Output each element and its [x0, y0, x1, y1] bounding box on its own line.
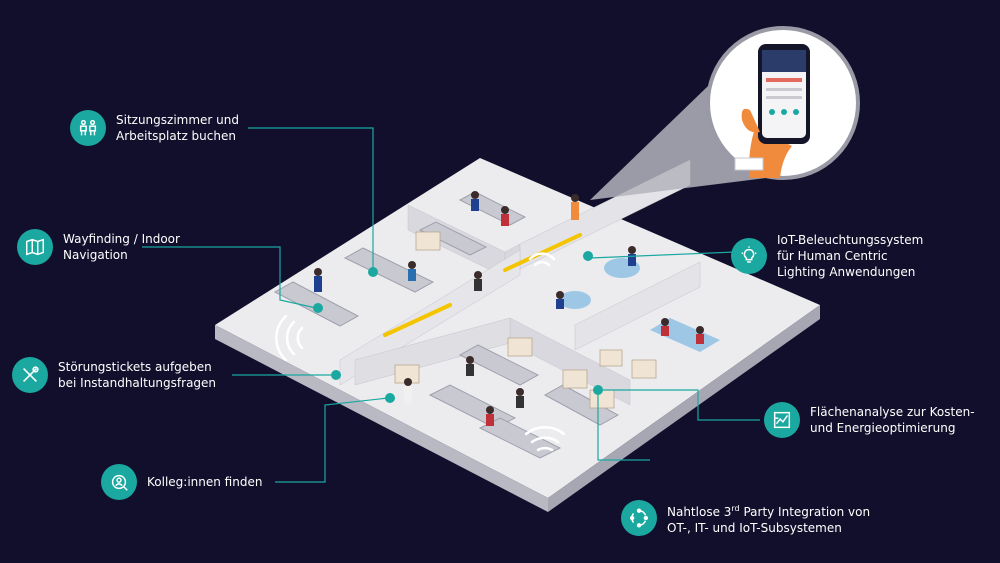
floorplan-chart-icon — [764, 402, 800, 438]
phone-zoom-bubble — [706, 26, 860, 180]
callout-lighting: IoT-Beleuchtungssystem für Human Centric… — [731, 232, 923, 280]
callout-tickets-label: Störungstickets aufgeben bei Instandhalt… — [58, 360, 217, 390]
people — [314, 191, 704, 426]
callout-colleagues: Kolleg:innen finden — [101, 464, 262, 500]
connector-dots — [313, 251, 603, 403]
callout-integration-line2: OT-, IT- und IoT-Subsystemen — [667, 520, 842, 535]
callout-colleagues-label: Kolleg:innen finden — [147, 475, 263, 489]
light-bulb-icon — [731, 238, 767, 274]
people-search-icon — [101, 464, 137, 500]
map-icon — [17, 229, 53, 265]
callout-analysis-label: Flächenanalyse zur Kosten- und Energieop… — [810, 405, 975, 435]
signal-arcs — [275, 252, 566, 452]
callout-lighting-label: IoT-Beleuchtungssystem für Human Centric… — [777, 233, 924, 279]
callout-tickets: Störungstickets aufgeben bei Instandhalt… — [12, 357, 216, 393]
callout-analysis: Flächenanalyse zur Kosten- und Energieop… — [764, 402, 975, 438]
meeting-room-icon — [70, 110, 106, 146]
callout-integration-line1: Nahtlose 3rd Party Integration von — [667, 503, 871, 519]
callout-integration-label: Nahtlose 3rd Party Integration von OT-, … — [667, 501, 870, 536]
connector-lines — [142, 127, 760, 483]
integration-cycle-icon — [621, 500, 657, 536]
callout-wayfinding: Wayfinding / Indoor Navigation — [17, 229, 180, 265]
callout-booking-label: Sitzungszimmer und Arbeitsplatz buchen — [116, 113, 240, 143]
cabinets — [394, 231, 657, 409]
callout-booking: Sitzungszimmer und Arbeitsplatz buchen — [70, 110, 239, 146]
callout-wayfinding-label: Wayfinding / Indoor Navigation — [63, 232, 180, 262]
callout-integration: Nahtlose 3rd Party Integration von OT-, … — [621, 500, 870, 536]
tools-icon — [12, 357, 48, 393]
